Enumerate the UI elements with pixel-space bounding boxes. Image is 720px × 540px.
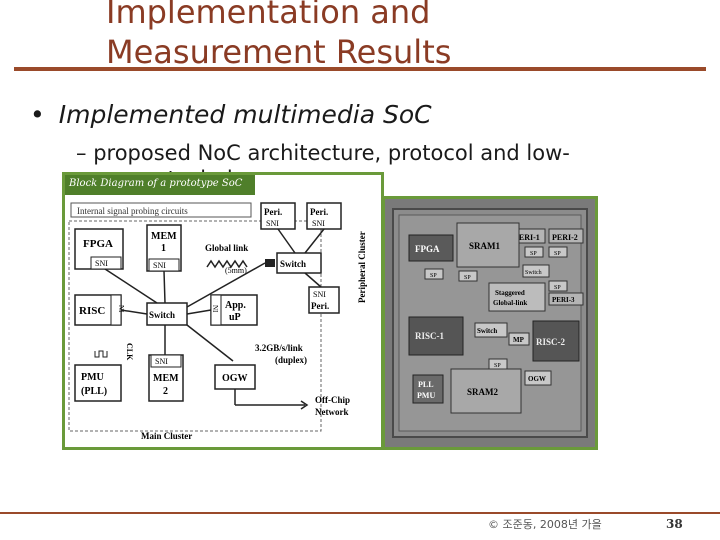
slide-title-line-1: Implementation and [106, 0, 431, 31]
risc-ni: NI [117, 305, 125, 313]
block-diagram-svg: Internal signal probing circuits FPGA SN… [65, 175, 381, 447]
die-risc2: RISC-2 [536, 337, 566, 347]
ogw-label: OGW [222, 373, 248, 384]
die-sp1: SP [530, 251, 537, 257]
title-underline [14, 67, 706, 71]
mem1-label-b: 1 [161, 243, 166, 254]
probe-label: Internal signal probing circuits [77, 206, 188, 216]
figure-caption-bar: Block Diagram of a prototype SoC [65, 175, 255, 195]
footer-copyright: © 조준동, 2008년 가을 [488, 518, 602, 531]
page-number: 38 [666, 517, 683, 531]
die-sp3: SP [430, 273, 437, 279]
peripheral-cluster-label: Peripheral Cluster [357, 231, 367, 303]
pmu-label-b: (PLL) [81, 386, 107, 397]
die-switch-center: Switch [477, 327, 497, 335]
mem2-label-b: 2 [163, 386, 168, 397]
die-ogw: OGW [528, 375, 546, 383]
die-switch-top: Switch [525, 270, 542, 276]
footer-rule [0, 512, 720, 514]
figure-caption: Block Diagram of a prototype SoC [69, 178, 243, 189]
sub-bullet-line-1: – proposed NoC architecture, protocol an… [76, 140, 656, 166]
die-photo-figure: PERI-1 PERI-2 FPGA SRAM1 SP SP SP SP SP … [382, 196, 598, 450]
die-sp5: SP [554, 285, 561, 291]
peri-switch-label: Switch [280, 259, 306, 269]
slide-title-line-2: Measurement Results [106, 33, 452, 71]
mem1-label-a: MEM [151, 231, 177, 242]
global-link-length: (5mm) [225, 266, 247, 275]
die-peri3: PERI-3 [552, 296, 575, 304]
peri1-label: Peri. [264, 207, 282, 217]
bullet-text: Implemented multimedia SoC [58, 100, 432, 129]
clk-label: CLK [125, 343, 134, 361]
bullet-dot-icon: • [30, 100, 45, 129]
bullet-item: • Implemented multimedia SoC [30, 100, 432, 129]
risc-label: RISC [79, 305, 105, 317]
mem1-sni: SNI [153, 261, 166, 270]
app-ni: NI [211, 305, 219, 313]
block-diagram-figure: Internal signal probing circuits FPGA SN… [62, 172, 384, 450]
peri3-label: Peri. [311, 301, 329, 311]
app-label-b: uP [229, 312, 241, 323]
offchip-label-a: Off-Chip [315, 395, 350, 405]
bandwidth-label-a: 3.2GB/s/link [255, 343, 303, 353]
die-sp4: SP [464, 275, 471, 281]
sub-bullet-dash: – [76, 141, 87, 165]
fpga-sni: SNI [95, 259, 108, 268]
die-pll: PLL [418, 380, 434, 389]
peri3-sni: SNI [313, 290, 326, 299]
die-staggered-b: Global-link [493, 299, 527, 307]
mem2-sni: SNI [155, 357, 168, 366]
app-label-a: App. [225, 300, 246, 311]
peri2-label: Peri. [310, 207, 328, 217]
die-mp: MP [513, 336, 525, 344]
die-pmu: PMU [417, 391, 435, 400]
die-risc1: RISC-1 [415, 331, 445, 341]
slide-title: Implementation and Measurement Results [106, 0, 666, 72]
die-peri1: PERI-1 [514, 233, 540, 242]
mem2-label-a: MEM [153, 373, 179, 384]
die-sp6: SP [494, 363, 501, 369]
global-link-label: Global link [205, 243, 248, 253]
die-photo-svg: PERI-1 PERI-2 FPGA SRAM1 SP SP SP SP SP … [385, 199, 595, 447]
die-sram2: SRAM2 [467, 387, 498, 397]
die-sram1: SRAM1 [469, 241, 500, 251]
pmu-label-a: PMU [81, 372, 104, 383]
die-peri2: PERI-2 [552, 233, 578, 242]
fpga-label: FPGA [83, 238, 113, 250]
peri2-sni: SNI [312, 219, 325, 228]
main-switch-label: Switch [149, 310, 175, 320]
main-cluster-label: Main Cluster [141, 431, 192, 441]
sub-bullet-text-1: proposed NoC architecture, protocol and … [93, 141, 570, 165]
die-staggered-a: Staggered [495, 289, 525, 297]
peri1-sni: SNI [266, 219, 279, 228]
bandwidth-label-b: (duplex) [275, 355, 307, 365]
die-fpga: FPGA [415, 244, 440, 254]
die-sp2: SP [554, 251, 561, 257]
offchip-label-b: Network [315, 407, 349, 417]
